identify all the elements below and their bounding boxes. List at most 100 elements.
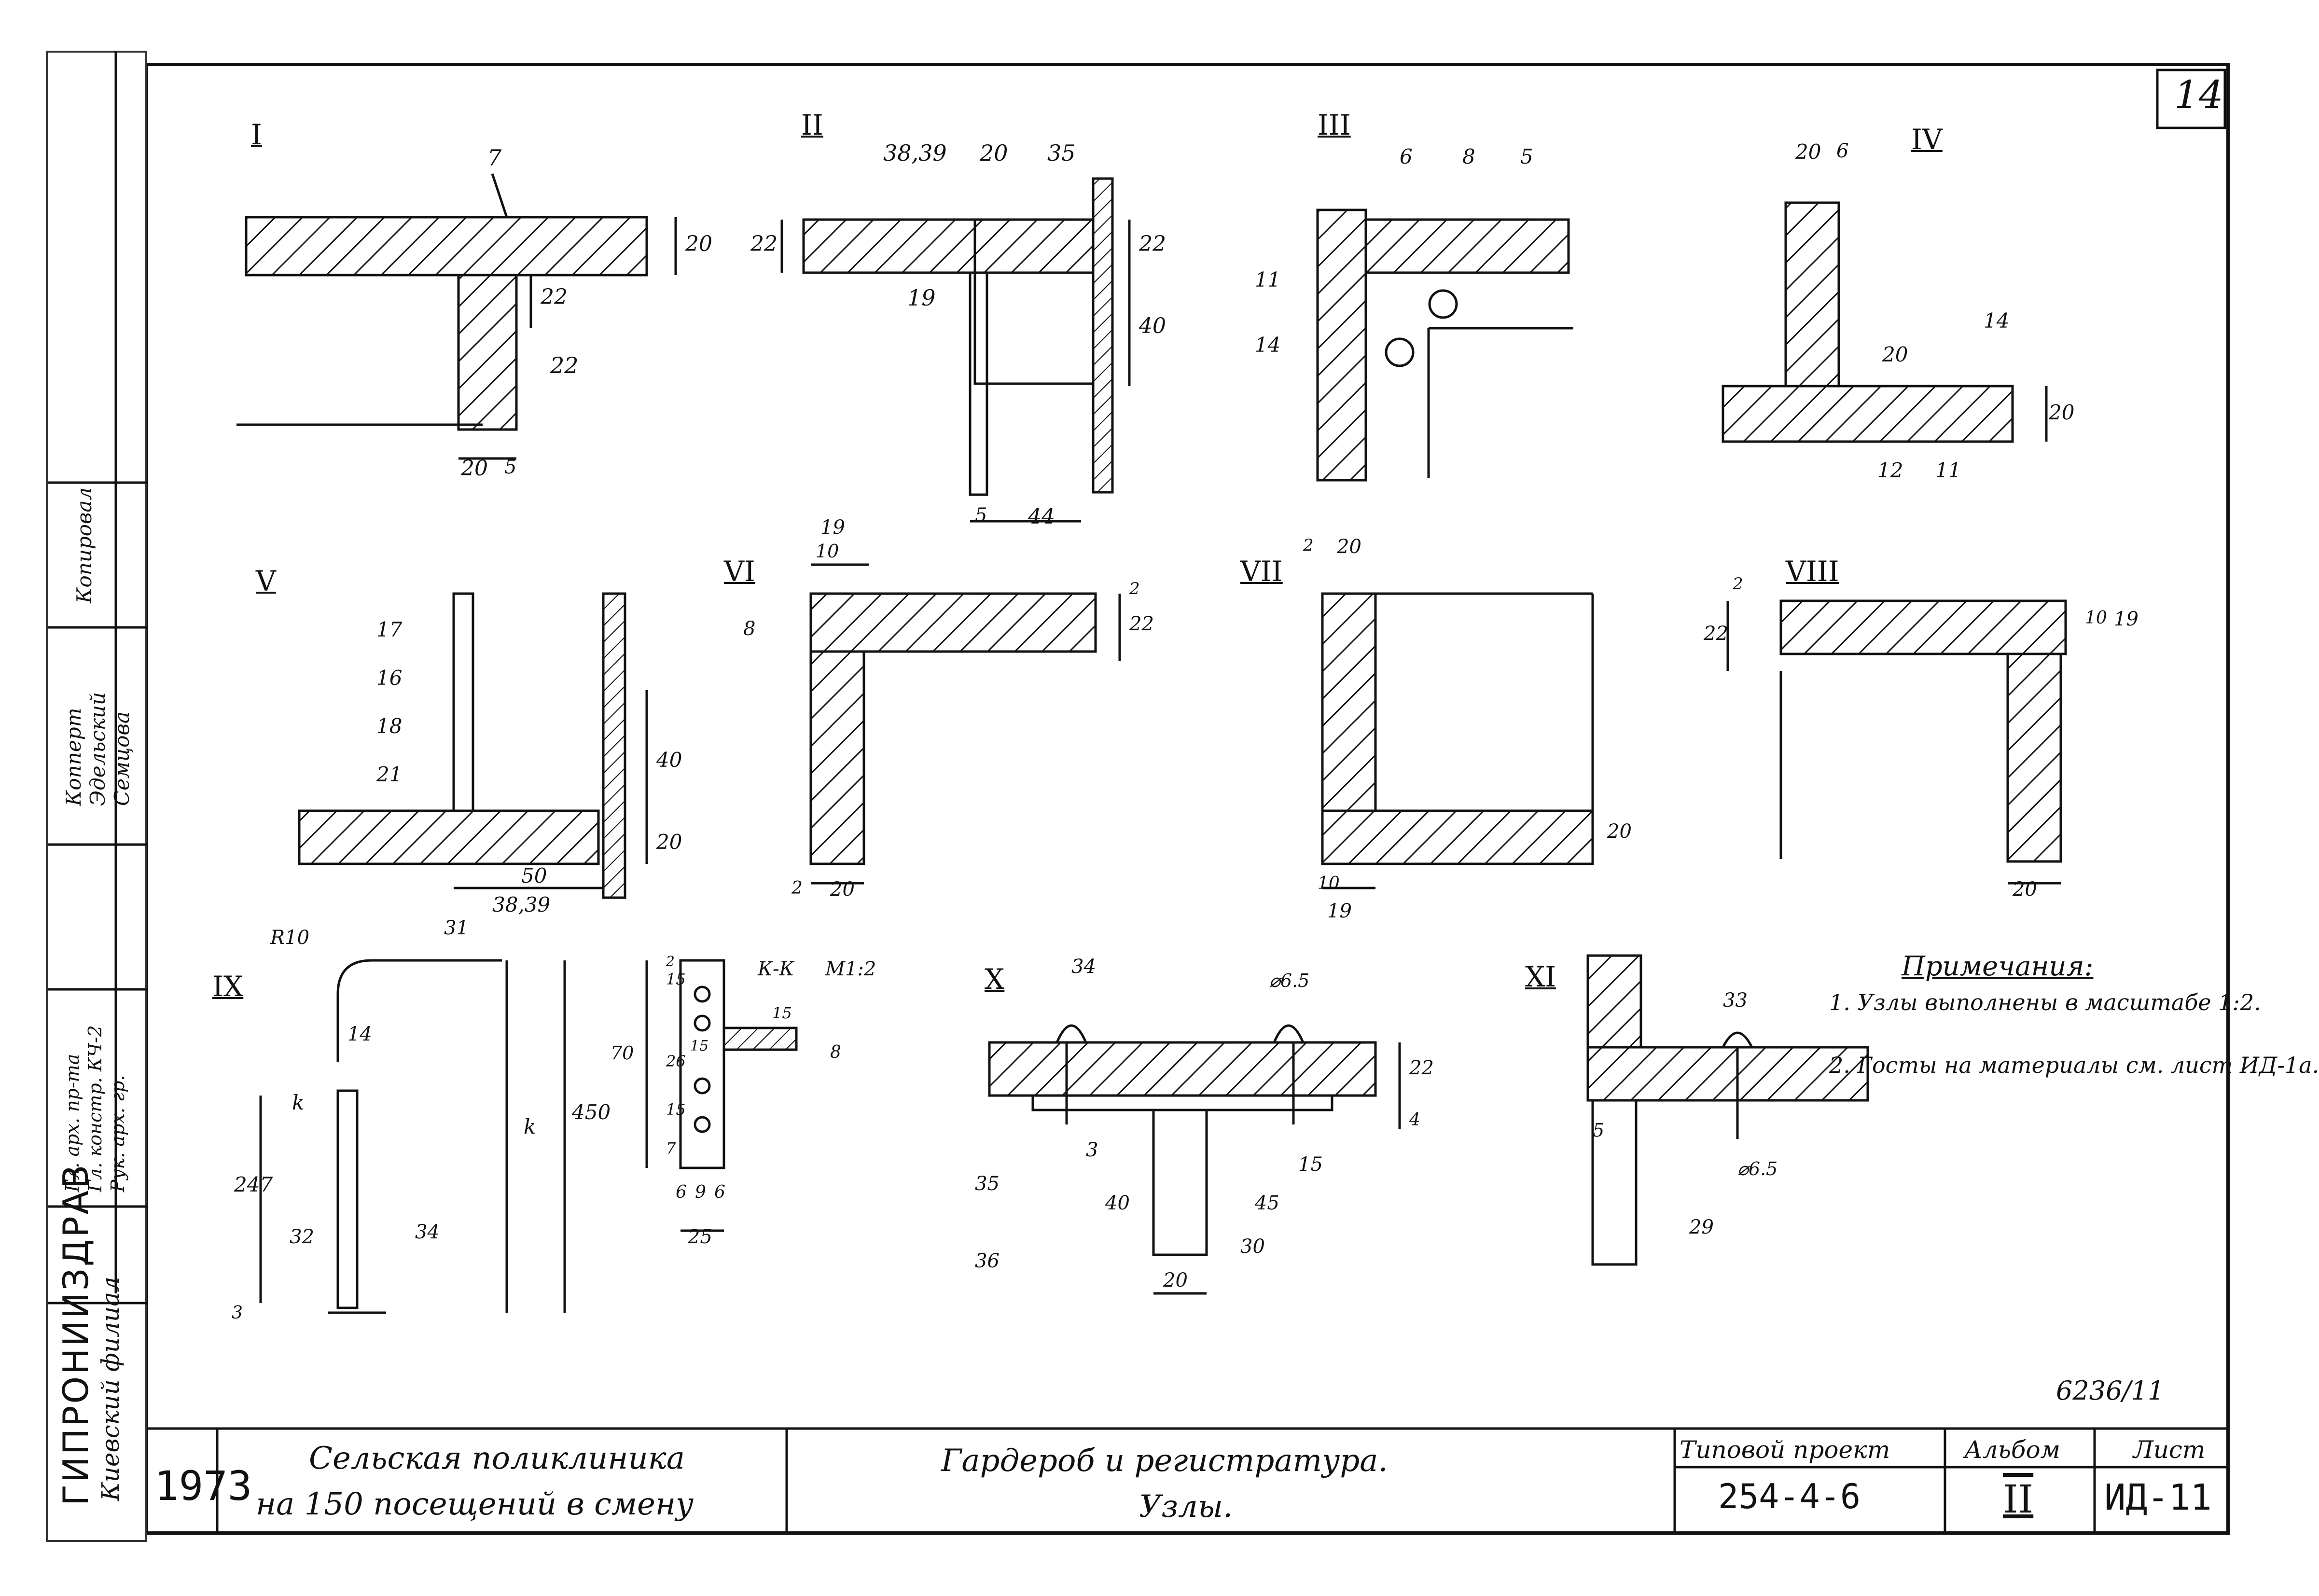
callout: 35 (1047, 140, 1076, 166)
dimension: 5 (975, 504, 987, 527)
dimension: 7 (666, 1139, 676, 1157)
callout: 35 (975, 1173, 1000, 1195)
dimension: 45 (1255, 1192, 1279, 1214)
node-label-III: III (1318, 109, 1351, 141)
sheet-number: 14 (2174, 72, 2223, 117)
dimension: 450 (572, 1100, 611, 1124)
section-mark: k (524, 1115, 536, 1138)
year: 1973 (154, 1462, 252, 1510)
dimension: 20 (1882, 343, 1908, 366)
dimension: 40 (656, 748, 682, 772)
node-label-V: V (256, 565, 276, 597)
dimension: 5 (504, 456, 517, 478)
sheet-label: Лист (2133, 1436, 2206, 1464)
node-VI (809, 563, 1121, 885)
dimension: 20 (1607, 820, 1632, 843)
dimension: 22 (1409, 1057, 1434, 1079)
callout: 36 (975, 1250, 1000, 1272)
dimension: 20 (1163, 1269, 1188, 1291)
callout: 7 (487, 145, 502, 171)
callout: 11 (1255, 268, 1281, 291)
node-IV (1722, 201, 2048, 443)
dimension: 8 (743, 618, 756, 640)
callout: 29 (1689, 1216, 1714, 1238)
section-mark: k (292, 1091, 305, 1114)
node-label-IV: IV (1911, 123, 1943, 156)
dimension: 20 (461, 456, 488, 481)
dimension: 10 (1318, 874, 1340, 893)
node-label-II: II (801, 109, 823, 141)
node-label-I: I (251, 118, 262, 151)
dimension: 247 (234, 1173, 273, 1196)
node-VIII (1726, 599, 2067, 885)
sheet-title-line-2: Узлы. (1139, 1489, 1233, 1525)
dimension: 15 (666, 1100, 686, 1119)
node-I (236, 173, 677, 460)
callout: 30 (1240, 1235, 1265, 1258)
node-label-VIII: VIII (1786, 555, 1839, 588)
dimension: 6 (714, 1182, 725, 1202)
dimension: 2 (1129, 579, 1140, 598)
project-name-line-1: Сельская поликлиника (309, 1441, 685, 1476)
callout: 5 (1520, 145, 1533, 168)
node-IX (259, 959, 566, 1314)
dimension: 19 (1327, 900, 1352, 922)
dimension: 26 (666, 1052, 686, 1070)
dimension: 22 (1139, 232, 1166, 256)
callout: 18 (376, 714, 403, 738)
album-value: II (2003, 1477, 2034, 1522)
dimension: 20 (2013, 878, 2037, 901)
dimension: 20 (685, 232, 712, 256)
node-label-VII: VII (1240, 555, 1283, 588)
callout: 34 (415, 1221, 440, 1243)
dimension: 33 (1723, 989, 1748, 1012)
dimension: 10 (816, 541, 839, 562)
note-1: 1. Узлы выполнены в масштабе 1:2. (1829, 989, 2261, 1015)
node-X (988, 1024, 1401, 1295)
callout: 22 (550, 352, 579, 378)
dimension: 19 (2114, 608, 2138, 630)
dimension: 3 (1086, 1139, 1098, 1161)
callout: 8 (1462, 145, 1475, 168)
sheet-value: ИД-11 (2104, 1477, 2212, 1518)
callout: 20 (980, 140, 1008, 166)
dimension: 15 (690, 1038, 709, 1055)
callout: 38,39 (883, 140, 947, 166)
dimension: ⌀6.5 (1737, 1158, 1778, 1180)
sheet-title-line-1: Гардероб и регистратура. (941, 1443, 1388, 1479)
dimension: 22 (1129, 613, 1154, 635)
dimension: 20 (1795, 140, 1821, 164)
callout: 38,39 (492, 893, 551, 916)
dimension: 15 (772, 1004, 792, 1022)
dimension: 22 (750, 232, 778, 256)
dimension: 2 (666, 953, 675, 969)
callout: 32 (290, 1226, 314, 1248)
dimension: 44 (1028, 504, 1055, 529)
callout: 6 (1400, 145, 1413, 168)
notes-title: Примечания: (1902, 951, 2094, 982)
dimension: 22 (1704, 623, 1728, 645)
dimension: 19 (820, 516, 845, 539)
node-V (298, 592, 648, 899)
dimension: 2 (792, 878, 803, 898)
dimension: 8 (830, 1042, 841, 1062)
dimension: 4 (1409, 1110, 1420, 1130)
dimension: 6 (1836, 140, 1849, 162)
dimension: 6 (676, 1182, 687, 1202)
node-label-XI: XI (1525, 960, 1556, 993)
callout: 19 (907, 285, 936, 311)
callout: 12 (1877, 458, 1903, 482)
dimension: 10 (2085, 608, 2107, 628)
node-label-X: X (985, 963, 1005, 996)
dimension: 15 (1298, 1153, 1323, 1176)
node-label-IX: IX (212, 970, 244, 1003)
sheet-number-box (2156, 69, 2226, 129)
dimension: 2 (1303, 536, 1314, 555)
dimension: 40 (1105, 1192, 1130, 1214)
callout: 21 (376, 763, 403, 786)
dimension: 20 (1337, 536, 1361, 558)
node-III (1316, 208, 1573, 482)
node-II (780, 177, 1131, 523)
callout: 34 (1071, 956, 1096, 978)
